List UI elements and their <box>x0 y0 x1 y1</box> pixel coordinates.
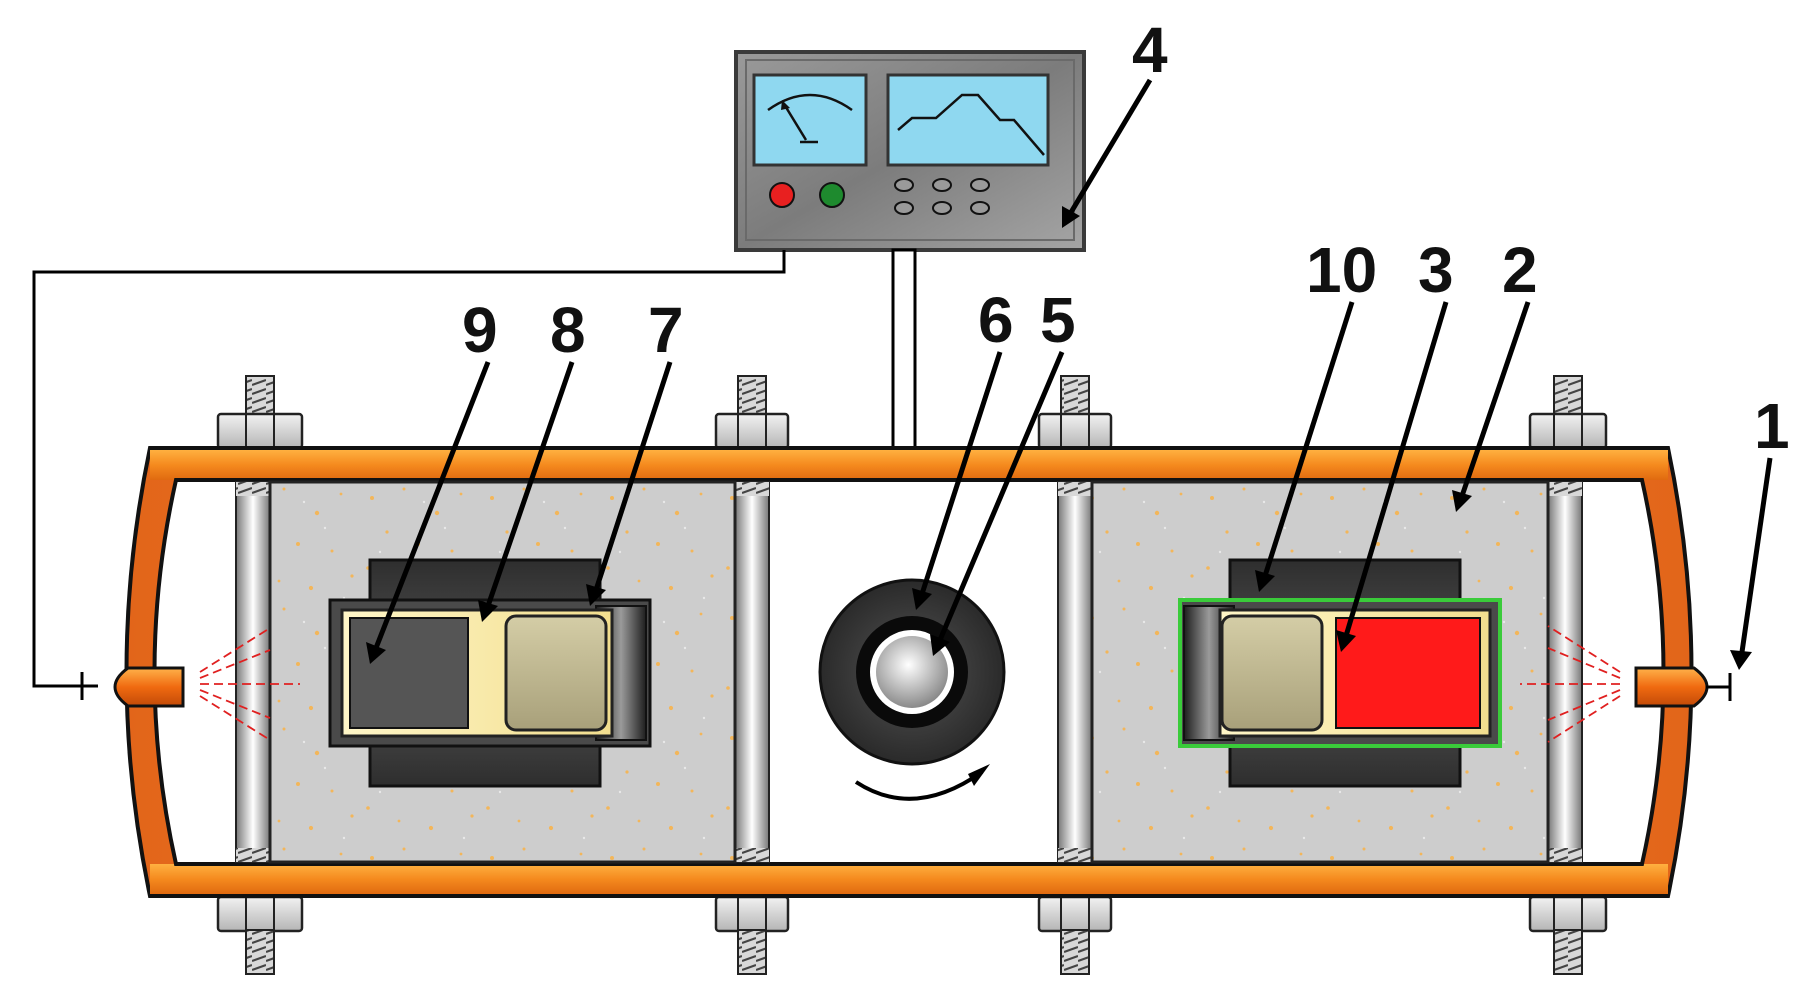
keypad-key[interactable] <box>932 178 952 192</box>
sample-gray <box>349 617 469 729</box>
callout-labels: 1 2 3 4 5 6 7 8 9 10 <box>462 14 1790 462</box>
keypad-key[interactable] <box>894 178 914 192</box>
keypad <box>894 178 990 215</box>
left-sample-assembly <box>328 558 652 788</box>
label-3: 3 <box>1418 234 1454 306</box>
label-4: 4 <box>1132 14 1168 86</box>
keypad-key[interactable] <box>970 178 990 192</box>
lamp-left <box>113 666 185 708</box>
keypad-key[interactable] <box>894 201 914 215</box>
label-6: 6 <box>978 284 1014 356</box>
khaki-insert-right <box>1220 614 1324 732</box>
label-2: 2 <box>1502 234 1538 306</box>
khaki-insert-left <box>504 614 608 732</box>
label-7: 7 <box>648 294 684 366</box>
lamp-right <box>1634 666 1732 708</box>
gauge-screen <box>752 73 868 167</box>
label-9: 9 <box>462 294 498 366</box>
rotation-arrow <box>854 770 984 801</box>
laser-beams-right <box>1520 625 1621 743</box>
sample-red <box>1335 617 1481 729</box>
label-10: 10 <box>1306 234 1377 306</box>
signal-wire <box>32 250 786 688</box>
waveform-screen <box>886 73 1050 167</box>
leader-arrows <box>366 78 1773 670</box>
label-1: 1 <box>1754 390 1790 462</box>
bolt <box>1037 375 1113 975</box>
green-button[interactable] <box>819 182 845 208</box>
label-8: 8 <box>550 294 586 366</box>
label-5: 5 <box>1040 284 1076 356</box>
keypad-key[interactable] <box>932 201 952 215</box>
keypad-key[interactable] <box>970 201 990 215</box>
control-monitor <box>734 50 1086 252</box>
bolt <box>1528 375 1608 975</box>
bolts <box>216 375 1608 975</box>
right-sample-assembly <box>1178 558 1502 788</box>
laser-beams-left <box>199 627 300 741</box>
rotating-sensor <box>818 578 1006 801</box>
inner-rods <box>235 481 1583 863</box>
red-button[interactable] <box>769 182 795 208</box>
bolt <box>714 375 790 975</box>
sensor-stem <box>891 248 917 452</box>
